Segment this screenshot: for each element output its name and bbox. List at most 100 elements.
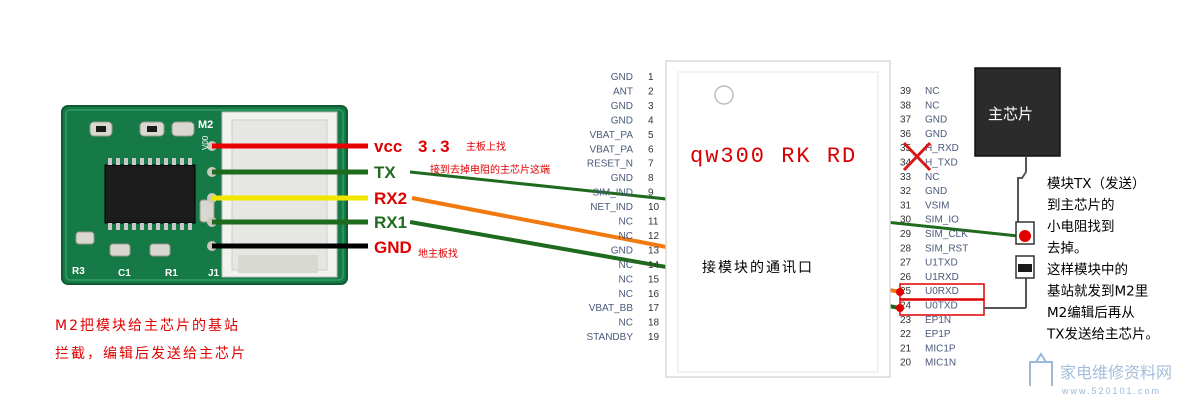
left-note-line2: 拦截，编辑后发送给主芯片 (55, 346, 247, 362)
silk-c1: C1 (118, 268, 131, 279)
right-pin-number: 22 (900, 329, 912, 340)
left-note-line1: M2把模块给主芯片的基站 (55, 317, 240, 334)
left-pin-number: 17 (648, 303, 660, 314)
main-chip-body (974, 67, 1061, 157)
left-pin-label: NET_IND (590, 202, 633, 213)
right-pin-label: MIC1P (925, 343, 956, 354)
right-pin-label: MIC1N (925, 358, 956, 369)
silk-m2: M2 (198, 119, 213, 131)
left-pin-number: 19 (648, 332, 660, 343)
right-pin-number: 34 (900, 158, 912, 169)
left-pin-number: 9 (648, 188, 654, 199)
watermark-text: 家电维修资料网 (1060, 363, 1172, 382)
right-pin-label: U0RXD (925, 286, 959, 297)
rx1-label: RX1 (374, 213, 407, 232)
vcc-voltage: 3.3 (418, 137, 454, 156)
right-note-line: 模块TX（发送） (1047, 176, 1146, 192)
left-pin-label: NC (619, 231, 633, 242)
right-pin-number: 25 (900, 286, 912, 297)
module-title: qw300 RK RD (690, 144, 857, 169)
left-pin-number: 14 (648, 260, 660, 271)
left-pin-number: 7 (648, 159, 654, 170)
right-note: 模块TX（发送）到主芯片的小电阻找到去掉。这样模块中的基站就发到M2里M2编辑后… (1046, 176, 1159, 343)
left-pin-label: NC (619, 274, 633, 285)
right-pin-number: 20 (900, 358, 912, 369)
left-pin-number: 8 (648, 173, 654, 184)
disconnect-x-icon (902, 141, 932, 172)
right-pin-number: 26 (900, 272, 912, 283)
right-pin-number: 29 (900, 229, 912, 240)
right-pin-label: SIM_IO (925, 215, 959, 226)
right-pin-label: U1RXD (925, 272, 959, 283)
right-pin-number: 27 (900, 258, 912, 269)
left-pin-number: 6 (648, 144, 654, 155)
right-pin-number: 23 (900, 315, 912, 326)
right-pin-number: 30 (900, 215, 912, 226)
left-pin-number: 15 (648, 274, 660, 285)
board-wires (212, 143, 368, 249)
left-pin-number: 5 (648, 130, 654, 141)
left-pin-label: NC (619, 289, 633, 300)
right-pin-label: NC (925, 86, 939, 97)
left-pin-label: GND (611, 72, 633, 83)
m2-board: M2 V00 R3 C1 R1 J1 (61, 105, 348, 285)
left-pin-number: 13 (648, 245, 660, 256)
right-pin-label: EP1P (925, 329, 951, 340)
right-pin-number: 32 (900, 186, 912, 197)
main-chip-label: 主芯片 (988, 105, 1033, 123)
right-pin-number: 38 (900, 100, 912, 111)
right-pin-number: 21 (900, 343, 912, 354)
right-note-line: TX发送给主芯片。 (1046, 327, 1159, 343)
silk-j1: J1 (208, 268, 220, 279)
right-pin-label: SIM_RST (925, 243, 968, 254)
left-pin-number: 10 (648, 202, 660, 213)
watermark-url: www.520101.com (1061, 386, 1161, 396)
module-mounting-hole (714, 85, 734, 105)
u0rxd-dot (896, 288, 904, 296)
rx2-label: RX2 (374, 189, 407, 208)
main-chip: 主芯片 (974, 67, 1061, 309)
right-pin-number: 33 (900, 172, 912, 183)
u0txd-dot (896, 304, 904, 312)
silk-v00: V00 (201, 135, 210, 150)
right-pin-label: NC (925, 100, 939, 111)
gnd-note: 地主板找 (418, 247, 458, 260)
vcc-note: 主板上找 (466, 140, 506, 153)
right-pin-label: H_TXD (925, 158, 958, 169)
left-pin-number: 4 (648, 115, 654, 126)
right-pin-number: 36 (900, 129, 912, 140)
gnd-label: GND (374, 238, 412, 257)
left-pin-number: 11 (648, 217, 659, 228)
left-pin-label: NC (619, 260, 633, 271)
right-note-line: 到主芯片的 (1047, 198, 1115, 214)
left-pin-label: VBAT_PA (589, 144, 633, 155)
vcc-label: vcc (374, 137, 402, 156)
left-pin-label: STANDBY (587, 332, 634, 343)
right-pin-label: NC (925, 172, 939, 183)
right-pin-number: 28 (900, 243, 912, 254)
right-note-line: 小电阻找到 (1047, 219, 1115, 235)
right-pin-number: 31 (900, 200, 912, 211)
left-pin-number: 18 (648, 318, 660, 329)
tx-label: TX (374, 163, 396, 182)
tx-note: 接到去掉电阻的主芯片这端 (430, 163, 550, 176)
left-pin-label: GND (611, 245, 633, 256)
right-note-line: M2编辑后再从 (1047, 305, 1135, 321)
left-pin-number: 12 (648, 231, 660, 242)
right-pin-number: 35 (900, 143, 912, 154)
right-pin-label: VSIM (925, 200, 949, 211)
left-pin-number: 3 (648, 101, 654, 112)
silk-r1: R1 (165, 268, 178, 279)
left-pin-label: GND (611, 115, 633, 126)
right-pin-number: 24 (900, 301, 912, 312)
left-pin-label: ANT (613, 86, 633, 97)
left-pin-label: NC (619, 318, 633, 329)
left-pin-label: GND (611, 101, 633, 112)
left-pin-label: VBAT_BB (589, 303, 634, 314)
right-note-line: 基站就发到M2里 (1047, 283, 1148, 300)
left-pin-label: SIM_IND (592, 188, 633, 199)
